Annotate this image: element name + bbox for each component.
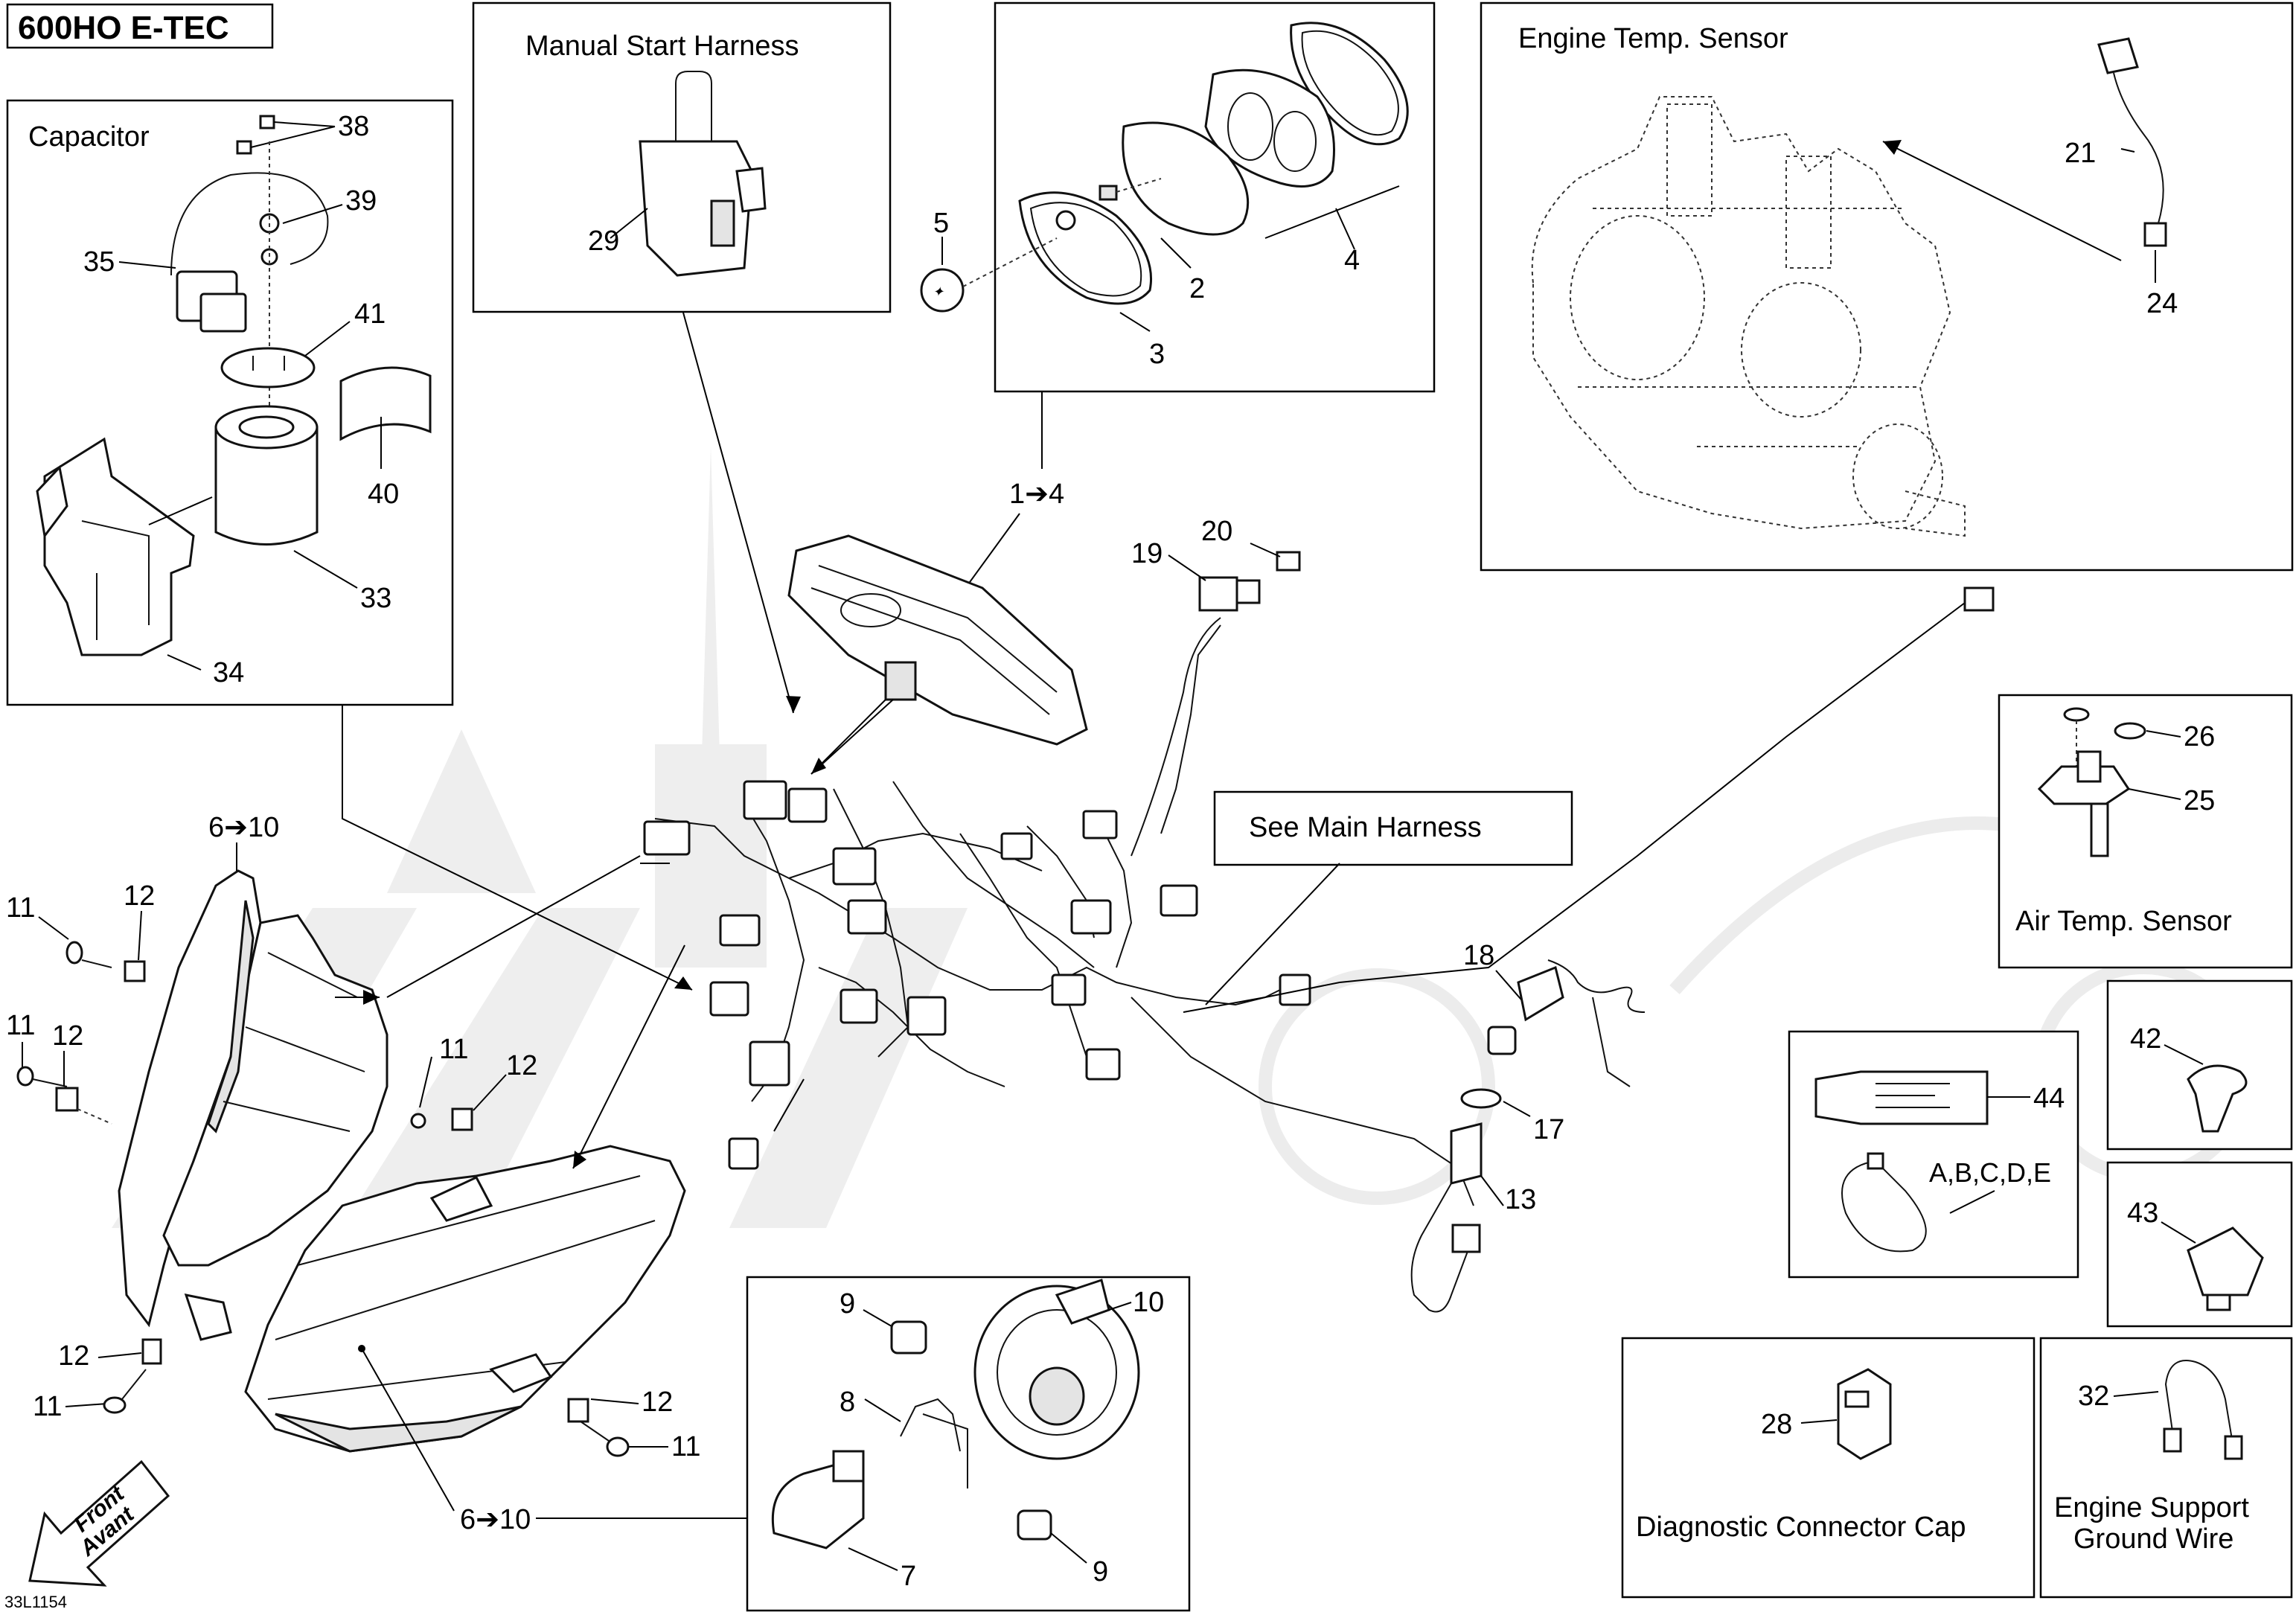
callout-38: 38 [338, 111, 369, 142]
callout-21: 21 [2065, 138, 2096, 169]
diagnostic-connector-cap-title: Diagnostic Connector Cap [1636, 1512, 1966, 1543]
callout-24: 24 [2146, 288, 2178, 319]
manual-start-harness-box: Manual Start Harness 29 [472, 1, 892, 313]
callout-11d: 11 [33, 1391, 62, 1422]
capacitor-box: Capacitor 38 39 35 41 40 33 [6, 99, 454, 706]
callout-8: 8 [840, 1387, 855, 1418]
see-main-harness-label: See Main Harness [1205, 790, 1573, 1005]
engine-support-ground-wire-title-2: Ground Wire [2073, 1523, 2233, 1555]
model-label: 600HO E-TEC [6, 3, 274, 49]
callout-13: 13 [1505, 1184, 1536, 1215]
diagnostic-connector-cap-box: 28 Diagnostic Connector Cap [1621, 1337, 2036, 1599]
tether-cord: 18 17 13 [1410, 940, 1646, 1313]
model-label-text: 600HO E-TEC [18, 10, 229, 46]
left-fasteners: 11 12 11 12 11 12 12 11 [6, 880, 537, 1422]
gauge-box: 4 2 3 ✦ 5 1➔4 [920, 1, 1436, 596]
callout-39: 39 [345, 185, 377, 217]
svg-text:✦: ✦ [933, 284, 944, 299]
callout-33: 33 [360, 583, 391, 614]
bulb-box: 9 10 8 7 9 [536, 1276, 1191, 1612]
callout-35: 35 [83, 246, 115, 278]
callout-10: 10 [1133, 1287, 1164, 1318]
callout-43: 43 [2127, 1197, 2158, 1229]
engine-temp-sensor-box: Engine Temp. Sensor 21 24 [1480, 1, 2294, 572]
engine-support-ground-wire-box: 32 Engine Support Ground Wire [2039, 1337, 2293, 1599]
main-harness: 19 20 [640, 312, 1995, 1206]
callout-5: 5 [933, 208, 949, 239]
callout-44: 44 [2033, 1083, 2065, 1114]
callout-4: 4 [1344, 245, 1360, 276]
callout-6to10-bot: 6➔10 [460, 1504, 531, 1535]
callout-7: 7 [901, 1561, 916, 1592]
callout-12d: 12 [58, 1340, 89, 1372]
callout-6to10-top: 6➔10 [208, 812, 279, 843]
callout-12e: 12 [642, 1387, 673, 1418]
callout-2: 2 [1189, 273, 1205, 304]
callout-11a: 11 [6, 892, 35, 924]
grease-box: 44 A,B,C,D,E [1788, 1030, 2079, 1279]
engine-support-ground-wire-title-1: Engine Support [2054, 1492, 2249, 1523]
callout-29: 29 [588, 226, 619, 257]
callout-28: 28 [1761, 1409, 1792, 1440]
instrument-cluster [787, 534, 1088, 775]
callout-3: 3 [1149, 339, 1165, 370]
callout-11b: 11 [6, 1010, 35, 1041]
callout-42: 42 [2130, 1023, 2161, 1055]
capacitor-title: Capacitor [28, 121, 150, 153]
see-main-harness-text: See Main Harness [1249, 812, 1482, 843]
callout-A-E: A,B,C,D,E [1929, 1157, 2051, 1188]
callout-12c: 12 [506, 1050, 537, 1081]
callout-40: 40 [368, 479, 399, 510]
callout-34: 34 [213, 657, 244, 688]
callout-20: 20 [1201, 516, 1232, 547]
callout-19: 19 [1131, 538, 1163, 569]
clip-42-box: 42 [2106, 979, 2293, 1151]
callout-32: 32 [2078, 1381, 2109, 1412]
front-arrow: Front Avant [28, 1459, 170, 1587]
callout-9b: 9 [1093, 1556, 1108, 1587]
drawing-code: 33L1154 [4, 1593, 67, 1611]
callout-1to4: 1➔4 [1009, 479, 1064, 510]
air-temp-sensor-title: Air Temp. Sensor [2015, 906, 2232, 937]
callout-12a: 12 [124, 880, 155, 912]
callout-12b: 12 [52, 1020, 83, 1052]
callout-9a: 9 [840, 1288, 855, 1320]
headlight-left: 6➔10 [118, 812, 641, 1341]
headlight-right: 6➔10 12 11 [244, 944, 700, 1535]
callout-11e: 11 [671, 1431, 700, 1462]
callout-41: 41 [354, 298, 386, 330]
callout-26: 26 [2184, 721, 2215, 752]
callout-17: 17 [1533, 1114, 1564, 1145]
callout-25: 25 [2184, 785, 2215, 816]
callout-11c: 11 [439, 1034, 468, 1065]
manual-start-harness-title: Manual Start Harness [525, 31, 799, 62]
air-temp-sensor-box: 26 25 Air Temp. Sensor [1998, 694, 2293, 969]
engine-temp-sensor-title: Engine Temp. Sensor [1518, 23, 1788, 54]
clip-43-box: 43 [2106, 1161, 2293, 1328]
callout-18: 18 [1463, 940, 1494, 971]
